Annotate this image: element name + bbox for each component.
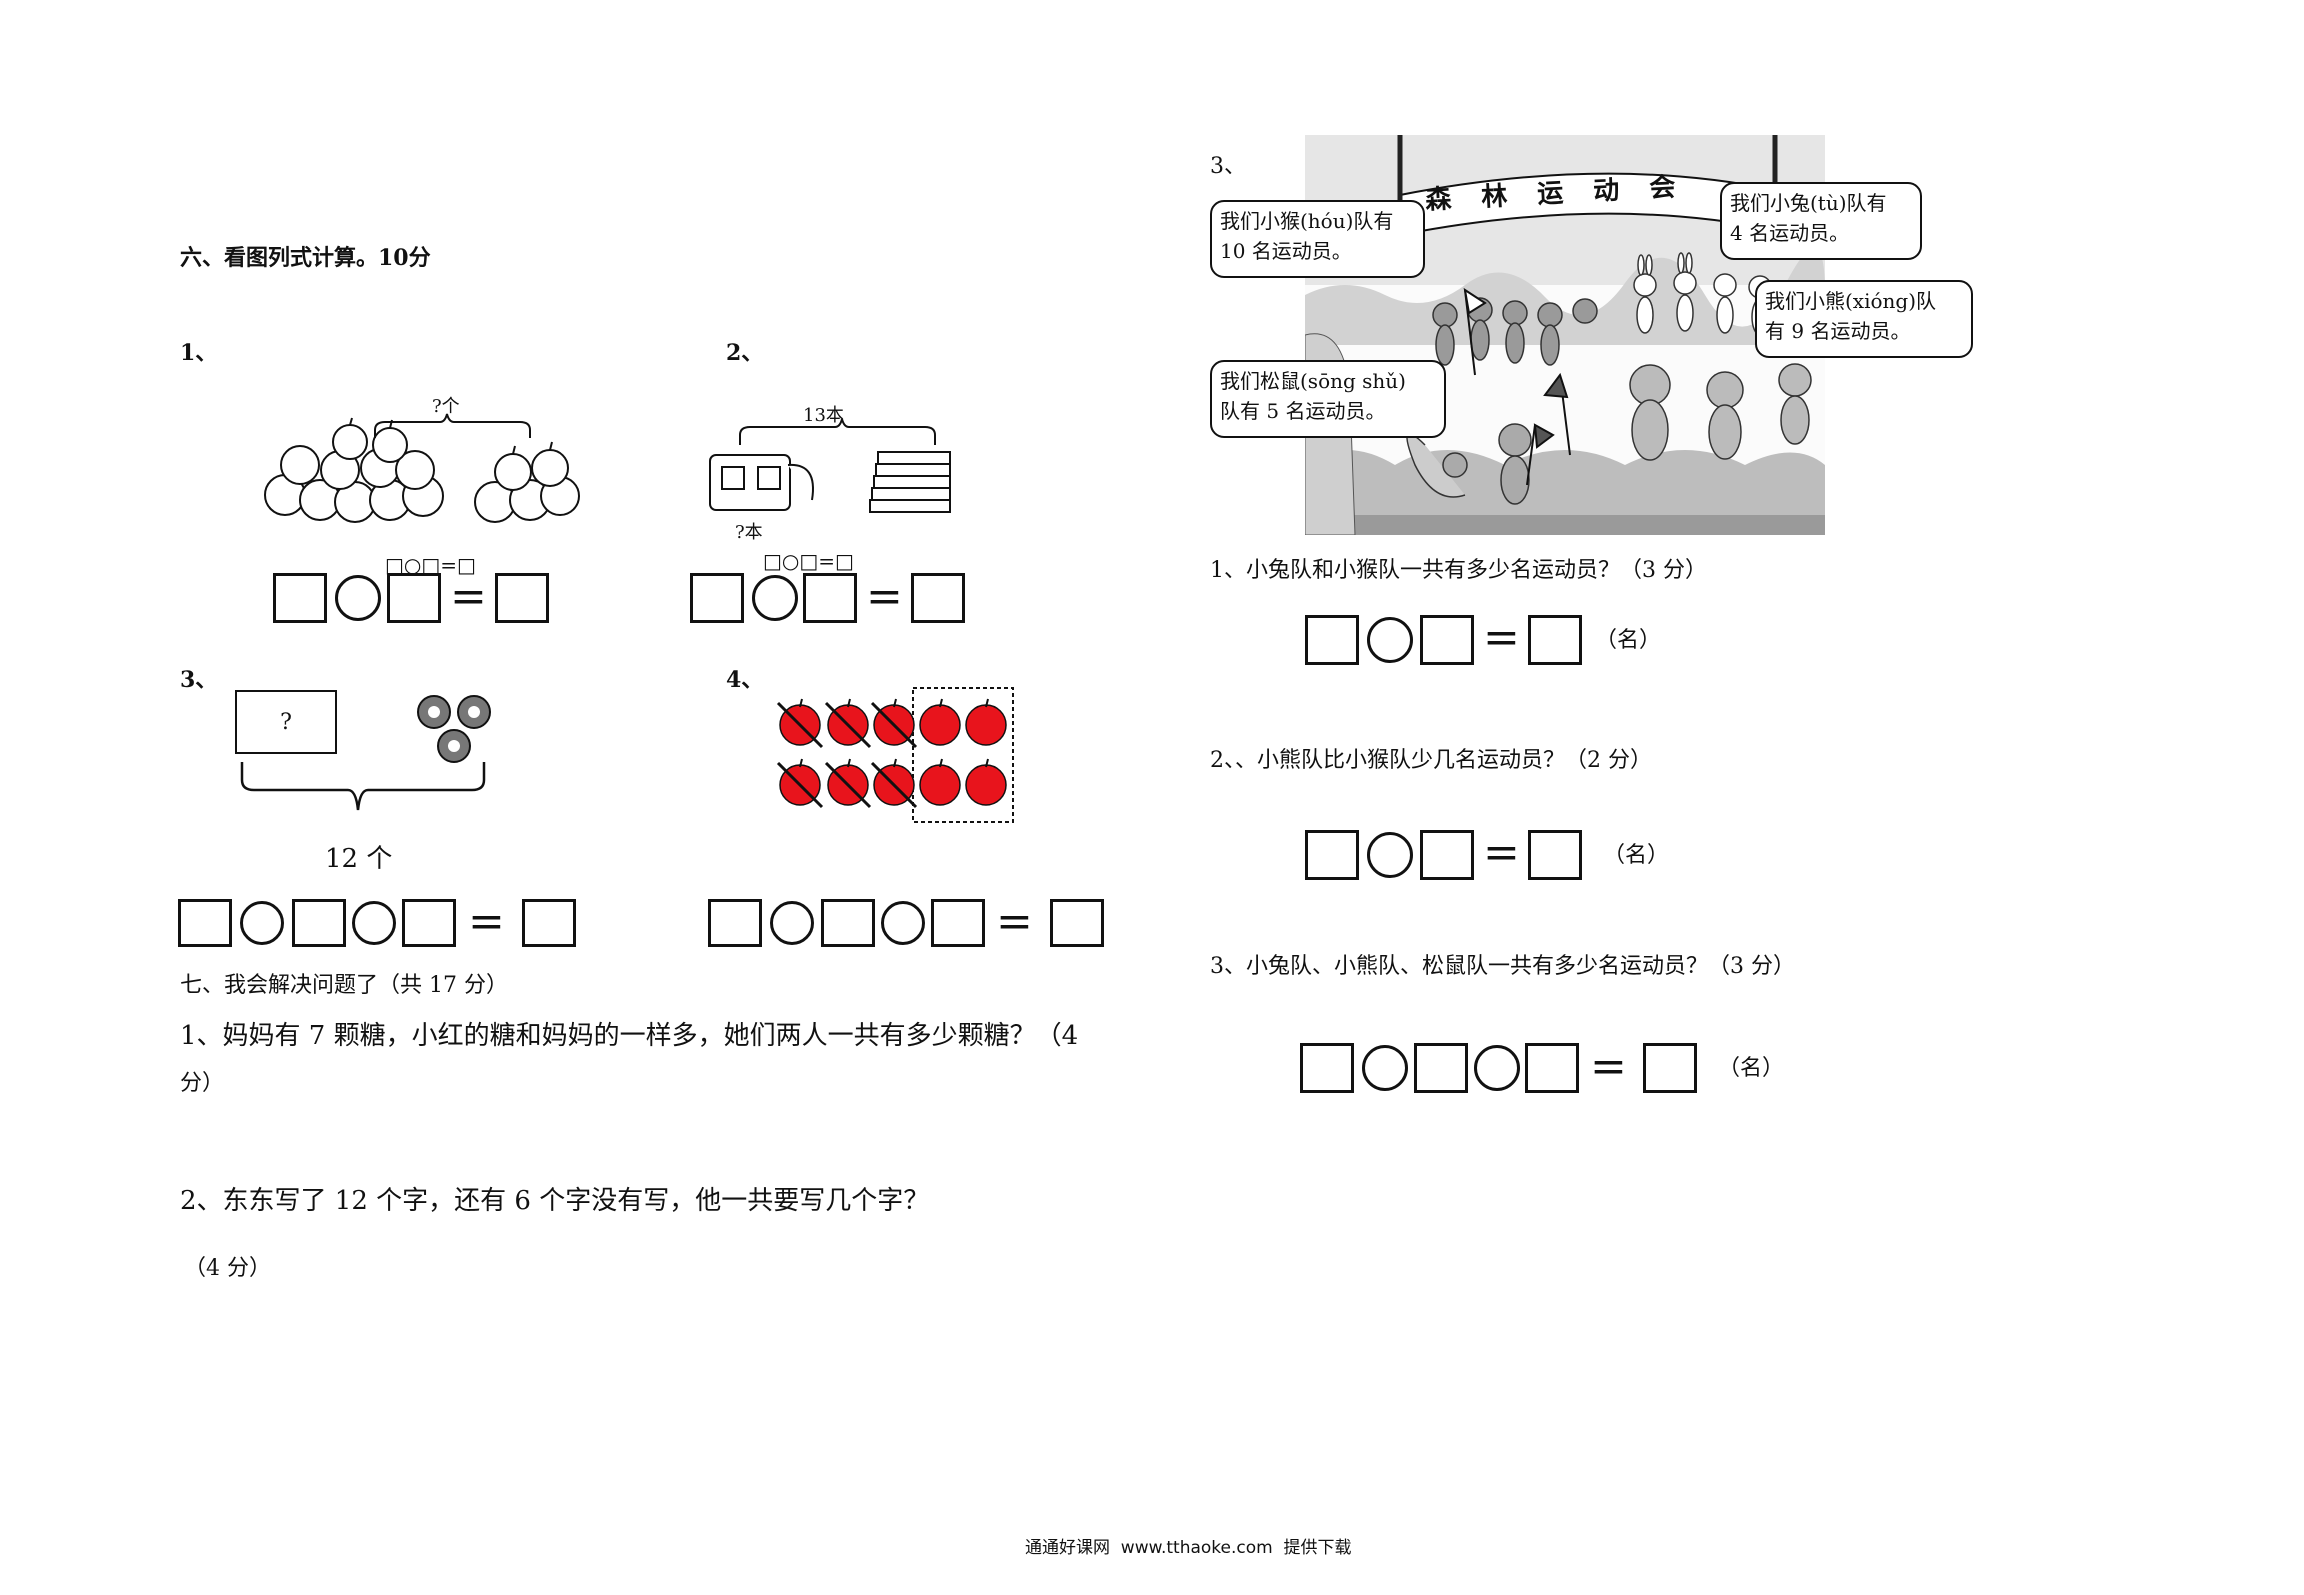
- q3-brace: [238, 760, 488, 815]
- right-q2-box-2[interactable]: [1420, 830, 1474, 880]
- bubble-rabbit-line2: 4 名运动员。: [1730, 221, 1850, 245]
- right-q1-box-3[interactable]: [1528, 615, 1582, 665]
- right-question-label: 3、: [1210, 154, 1246, 179]
- q3-label: 3、: [180, 667, 218, 693]
- bubble-squirrel-line1: 我们松鼠(sōng shǔ): [1220, 369, 1406, 393]
- q3-answer-box-1[interactable]: [178, 899, 232, 947]
- q1-operator-circle[interactable]: [335, 575, 381, 621]
- q3-operator-circle-2[interactable]: [352, 901, 396, 945]
- bubble-squirrel-line2: 队有 5 名运动员。: [1220, 399, 1386, 423]
- q2-answer-box-1[interactable]: [690, 573, 744, 623]
- q1-answer-box-2[interactable]: [387, 573, 441, 623]
- q3-unknown-label: ?: [280, 710, 292, 735]
- q3-operator-circle-1[interactable]: [240, 901, 284, 945]
- q2-brace-label: 13本: [803, 405, 844, 426]
- brace-icon: [240, 762, 486, 811]
- bubble-bear-line1: 我们小熊(xióng)队: [1765, 289, 1937, 313]
- q4-equals-sign: =: [996, 896, 1033, 947]
- right-q1-text: 1、小兔队和小猴队一共有多少名运动员？（3 分）: [1210, 558, 1707, 583]
- q4-operator-circle-1[interactable]: [770, 901, 814, 945]
- right-q2-equals-sign: =: [1483, 827, 1520, 878]
- q1-brace-label: ?个: [432, 396, 460, 417]
- right-q2-text: 2、、小熊队比小猴队少几名运动员？（2 分）: [1210, 748, 1652, 773]
- q1-answer-box-1[interactable]: [273, 573, 327, 623]
- right-q1-unit: （名）: [1595, 628, 1662, 653]
- q4-operator-circle-2[interactable]: [881, 901, 925, 945]
- bubble-monkey-line2: 10 名运动员。: [1220, 239, 1352, 263]
- problem-2-text: 2、东东写了 12 个字，还有 6 个字没有写，他一共要写几个字？: [180, 1186, 930, 1216]
- q2-equals-sign: =: [866, 571, 903, 622]
- q3-total-label: 12 个: [325, 844, 393, 874]
- page-footer: 通通好课网 www.tthaoke.com 提供下载: [1025, 1538, 1352, 1558]
- q3-answer-box-2[interactable]: [292, 899, 346, 947]
- q2-label: 2、: [726, 340, 764, 366]
- q4-red-apples: [770, 685, 1020, 825]
- q2-small-formula: □○□=□: [763, 549, 854, 573]
- right-q3-unit: （名）: [1718, 1056, 1785, 1081]
- q2-answer-box-2[interactable]: [803, 573, 857, 623]
- problem-1-points: 分）: [180, 1071, 225, 1096]
- q1-answer-box-3[interactable]: [495, 573, 549, 623]
- right-q2-unit: （名）: [1603, 843, 1670, 868]
- bubble-monkey-team: 我们小猴(hóu)队有 10 名运动员。: [1210, 200, 1425, 278]
- right-q3-operator-circle-1[interactable]: [1362, 1045, 1408, 1091]
- q1-label: 1、: [180, 340, 218, 366]
- bubble-monkey-line1: 我们小猴(hóu)队有: [1220, 209, 1394, 233]
- q4-answer-box-4[interactable]: [1050, 899, 1104, 947]
- schoolbag-and-books-icon: [709, 418, 951, 513]
- right-q1-equals-sign: =: [1483, 612, 1520, 663]
- right-q2-box-1[interactable]: [1305, 830, 1359, 880]
- q3-equals-sign: =: [468, 896, 505, 947]
- q4-answer-box-1[interactable]: [708, 899, 762, 947]
- right-q2-box-3[interactable]: [1528, 830, 1582, 880]
- right-q3-box-4[interactable]: [1643, 1043, 1697, 1093]
- red-apple-icon: [776, 687, 1014, 823]
- problem-1-text: 1、妈妈有 7 颗糖，小红的糖和妈妈的一样多，她们两人一共有多少颗糖？（4: [180, 1021, 1079, 1051]
- q4-answer-box-3[interactable]: [931, 899, 985, 947]
- q4-answer-box-2[interactable]: [821, 899, 875, 947]
- right-q3-operator-circle-2[interactable]: [1474, 1045, 1520, 1091]
- right-q1-box-1[interactable]: [1305, 615, 1359, 665]
- right-q3-text: 3、小兔队、小熊队、松鼠队一共有多少名运动员？（3 分）: [1210, 954, 1795, 979]
- bubble-bear-team: 我们小熊(xióng)队 有 9 名运动员。: [1755, 280, 1973, 358]
- section7-title: 七、我会解决问题了（共 17 分）: [180, 973, 508, 998]
- apples-picture: ?个: [255, 396, 595, 550]
- bubble-bear-line2: 有 9 名运动员。: [1765, 319, 1911, 343]
- q4-label: 4、: [726, 667, 764, 693]
- right-q1-operator-circle[interactable]: [1367, 617, 1413, 663]
- bubble-rabbit-line1: 我们小兔(tù)队有: [1730, 191, 1887, 215]
- q3-unknown-box: ?: [235, 690, 337, 754]
- q3-balls: [414, 690, 500, 770]
- q1-equals-sign: =: [450, 571, 487, 622]
- q2-answer-box-3[interactable]: [911, 573, 965, 623]
- right-q3-box-3[interactable]: [1525, 1043, 1579, 1093]
- q3-answer-box-3[interactable]: [402, 899, 456, 947]
- bubble-rabbit-team: 我们小兔(tù)队有 4 名运动员。: [1720, 182, 1922, 260]
- right-q3-box-1[interactable]: [1300, 1043, 1354, 1093]
- ball-icon: [417, 695, 491, 763]
- problem-2-points: （4 分）: [184, 1256, 271, 1281]
- q2-bag-label: ?本: [735, 522, 763, 543]
- q2-operator-circle[interactable]: [752, 575, 798, 621]
- section6-title: 六、看图列式计算。10分: [180, 245, 431, 271]
- q3-answer-box-4[interactable]: [522, 899, 576, 947]
- apple-sketch-icon: [264, 413, 580, 523]
- right-q3-equals-sign: =: [1590, 1041, 1627, 1092]
- right-q3-box-2[interactable]: [1414, 1043, 1468, 1093]
- right-q1-box-2[interactable]: [1420, 615, 1474, 665]
- bubble-squirrel-team: 我们松鼠(sōng shǔ) 队有 5 名运动员。: [1210, 360, 1446, 438]
- right-q2-operator-circle[interactable]: [1367, 832, 1413, 878]
- bag-books-picture: 13本 ?本: [700, 405, 960, 545]
